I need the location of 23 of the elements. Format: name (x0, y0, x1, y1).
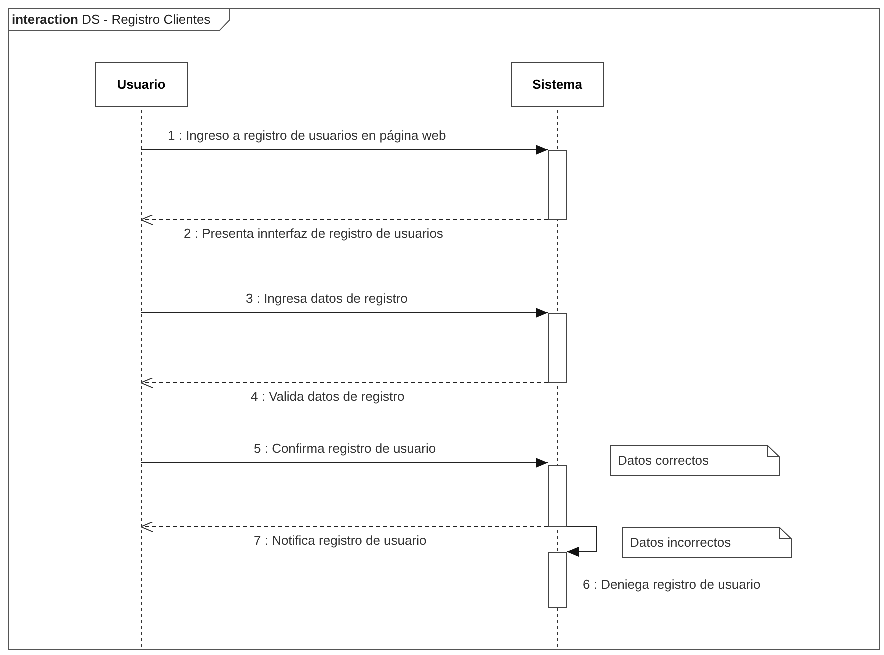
return-message-arrow (140, 214, 548, 226)
message-label: 6 : Deniega registro de usuario (583, 577, 761, 592)
activation-bar (548, 150, 567, 220)
message-label: 5 : Confirma registro de usuario (254, 441, 436, 456)
message-arrow (140, 458, 548, 468)
lifeline-head: Sistema (511, 62, 604, 107)
message-label: 1 : Ingreso a registro de usuarios en página web (168, 128, 446, 143)
message-label: 2 : Presenta innterfaz de registro de usuarios (184, 226, 444, 241)
message-label: 3 : Ingresa datos de registro (246, 291, 408, 306)
message-arrow (566, 526, 598, 557)
return-message-arrow (140, 522, 548, 532)
frame-title: interaction DS - Registro Clientes (12, 12, 211, 27)
activation-bar (548, 552, 567, 608)
message-arrow (140, 145, 548, 155)
note: Datos correctos (610, 445, 780, 476)
lifeline-head: Usuario (95, 62, 188, 107)
message-arrow (140, 308, 548, 318)
return-message-arrow (140, 378, 548, 388)
activation-bar (548, 465, 567, 527)
message-label: 7 : Notifica registro de usuario (254, 533, 427, 548)
note: Datos incorrectos (622, 527, 792, 558)
message-label: 4 : Valida datos de registro (251, 389, 405, 404)
activation-bar (548, 313, 567, 383)
